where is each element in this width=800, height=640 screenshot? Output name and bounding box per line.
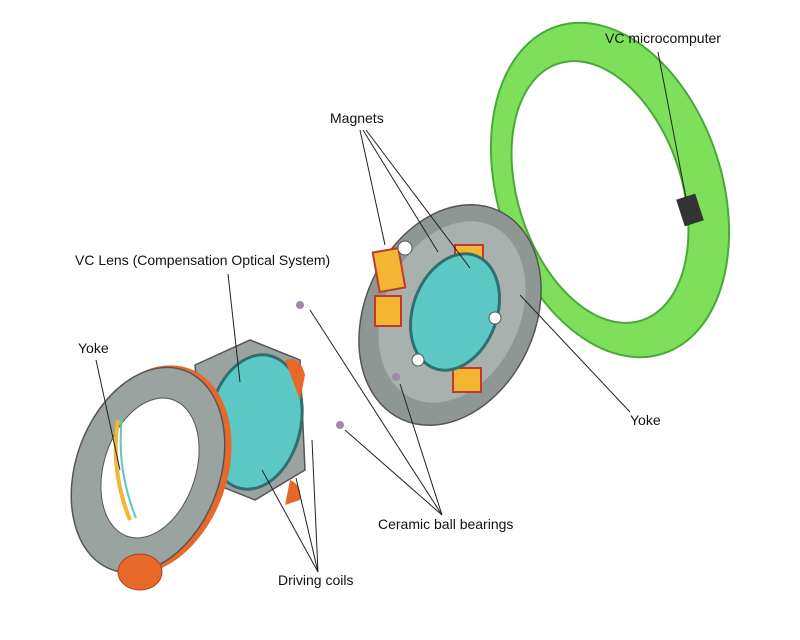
leader-lines: [95, 51, 687, 573]
vc-circuit-board: [489, 21, 731, 359]
yoke-ring: [70, 365, 232, 591]
label-yoke-left: Yoke: [78, 340, 109, 356]
ceramic-ball-2: [392, 373, 400, 381]
label-vc-lens: VC Lens (Compensation Optical System): [75, 252, 331, 268]
label-driving-coils: Driving coils: [278, 572, 354, 588]
magnet-assembly: [358, 204, 542, 426]
vc-microcomputer-chip: [676, 193, 704, 227]
orange-motor: [117, 553, 163, 591]
ceramic-ball-1: [296, 301, 304, 309]
label-yoke-right: Yoke: [630, 412, 661, 428]
label-vc-microcomputer: VC microcomputer: [605, 30, 721, 46]
label-magnets: Magnets: [330, 110, 384, 126]
label-ceramic-ball-bearings: Ceramic ball bearings: [378, 516, 514, 532]
ceramic-ball-3: [336, 421, 344, 429]
lens-element: [409, 252, 501, 372]
